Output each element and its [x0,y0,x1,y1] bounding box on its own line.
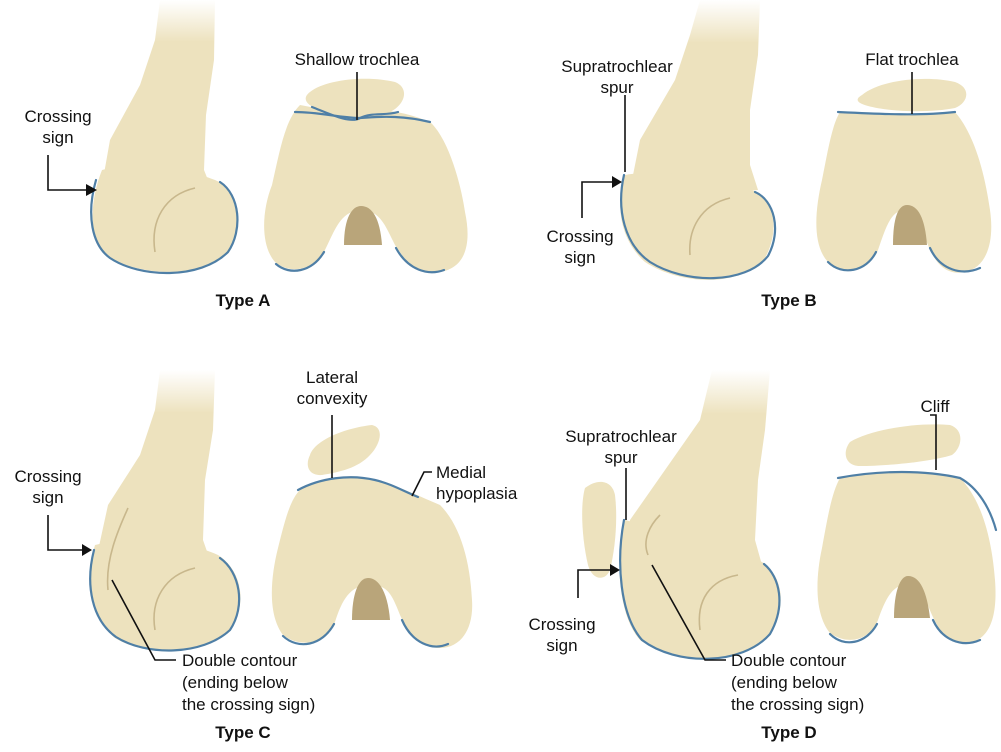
label-spur-b-1: Supratrochlear [561,57,673,76]
label-double-contour-d-1: Double contour [731,651,847,670]
label-crossing-b-1: Crossing [546,227,613,246]
label-shallow-trochlea: Shallow trochlea [295,50,420,69]
label-lateral-convexity-1: Lateral [306,368,358,387]
lateral-femur-d [620,370,781,659]
crossing-sign-callout-c: Crossing sign [14,467,92,556]
label-flat-trochlea: Flat trochlea [865,50,959,69]
panel-type-c: Lateral convexity Medial hypoplasia Cros… [14,368,517,742]
lateral-femur-b [620,0,775,280]
panel-type-b: Flat trochlea Supratrochlear spur Crossi… [546,0,991,310]
label-double-contour-c-3: the crossing sign) [182,695,315,714]
axial-femur-d [817,472,996,643]
label-medial-hypoplasia-2: hypoplasia [436,484,518,503]
bump-d [582,482,616,578]
title-type-c: Type C [215,723,270,742]
crossing-sign-callout-a: Crossing sign [24,107,97,196]
label-double-contour-c-1: Double contour [182,651,298,670]
label-crossing-c-2: sign [32,488,63,507]
label-spur-b-2: spur [600,78,633,97]
label-spur-d-1: Supratrochlear [565,427,677,446]
label-cliff: Cliff [921,397,950,416]
label-crossing-a-2: sign [42,128,73,147]
label-medial-hypoplasia-1: Medial [436,463,486,482]
label-crossing-d-1: Crossing [528,615,595,634]
panel-type-d: Cliff Supratrochlear spur Crossing sign … [528,370,996,742]
label-double-contour-d-2: (ending below [731,673,838,692]
label-crossing-c-1: Crossing [14,467,81,486]
title-type-a: Type A [216,291,271,310]
crossing-sign-callout-b: Crossing sign [546,176,622,267]
label-crossing-b-2: sign [564,248,595,267]
lateral-femur-c [90,370,240,651]
arrow-icon [610,564,620,576]
patella-d [846,424,961,466]
panel-type-a: Shallow trochlea Crossing sign Type A [24,0,467,310]
arrow-icon [612,176,622,188]
label-double-contour-c-2: (ending below [182,673,289,692]
patella-c [308,425,380,475]
axial-femur-b [816,112,991,273]
title-type-d: Type D [761,723,816,742]
label-crossing-a-1: Crossing [24,107,91,126]
arrow-icon [82,544,92,556]
medial-hypoplasia-callout: Medial hypoplasia [412,463,518,503]
label-spur-d-2: spur [604,448,637,467]
crossing-sign-callout-d: Crossing sign [528,564,620,655]
axial-femur-a [264,105,467,272]
title-type-b: Type B [761,291,816,310]
lateral-femur-a [91,0,237,273]
label-double-contour-d-3: the crossing sign) [731,695,864,714]
label-lateral-convexity-2: convexity [297,389,368,408]
label-crossing-d-2: sign [546,636,577,655]
